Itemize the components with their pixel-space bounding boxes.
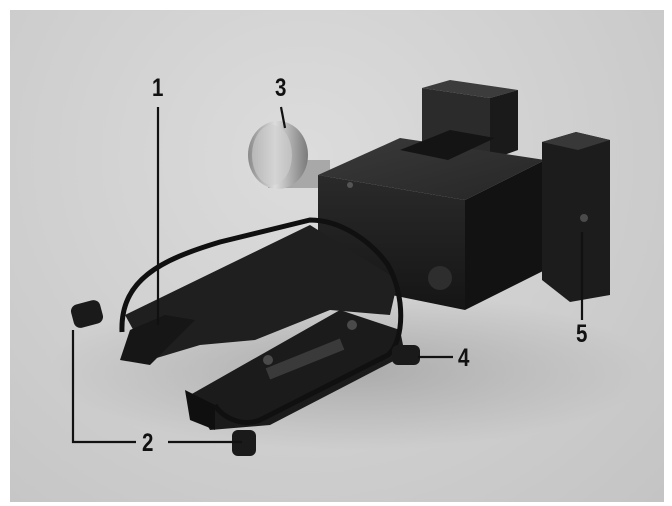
callout-label-4: 4 — [458, 344, 470, 372]
stage-frame — [120, 225, 405, 430]
mounting-block — [318, 80, 610, 310]
callout-leaders — [71, 106, 584, 444]
callout-label-2: 2 — [142, 429, 154, 457]
callout-label-3: 3 — [275, 74, 287, 102]
callout-label-1: 1 — [152, 74, 164, 102]
callout-label-5: 5 — [576, 320, 588, 348]
product-photo: 1 3 2 4 5 — [10, 10, 664, 502]
mounting-screw-hole — [580, 214, 588, 222]
device-illustration — [50, 80, 650, 456]
adjustment-knob — [248, 121, 330, 189]
thumb-screws — [70, 300, 420, 456]
